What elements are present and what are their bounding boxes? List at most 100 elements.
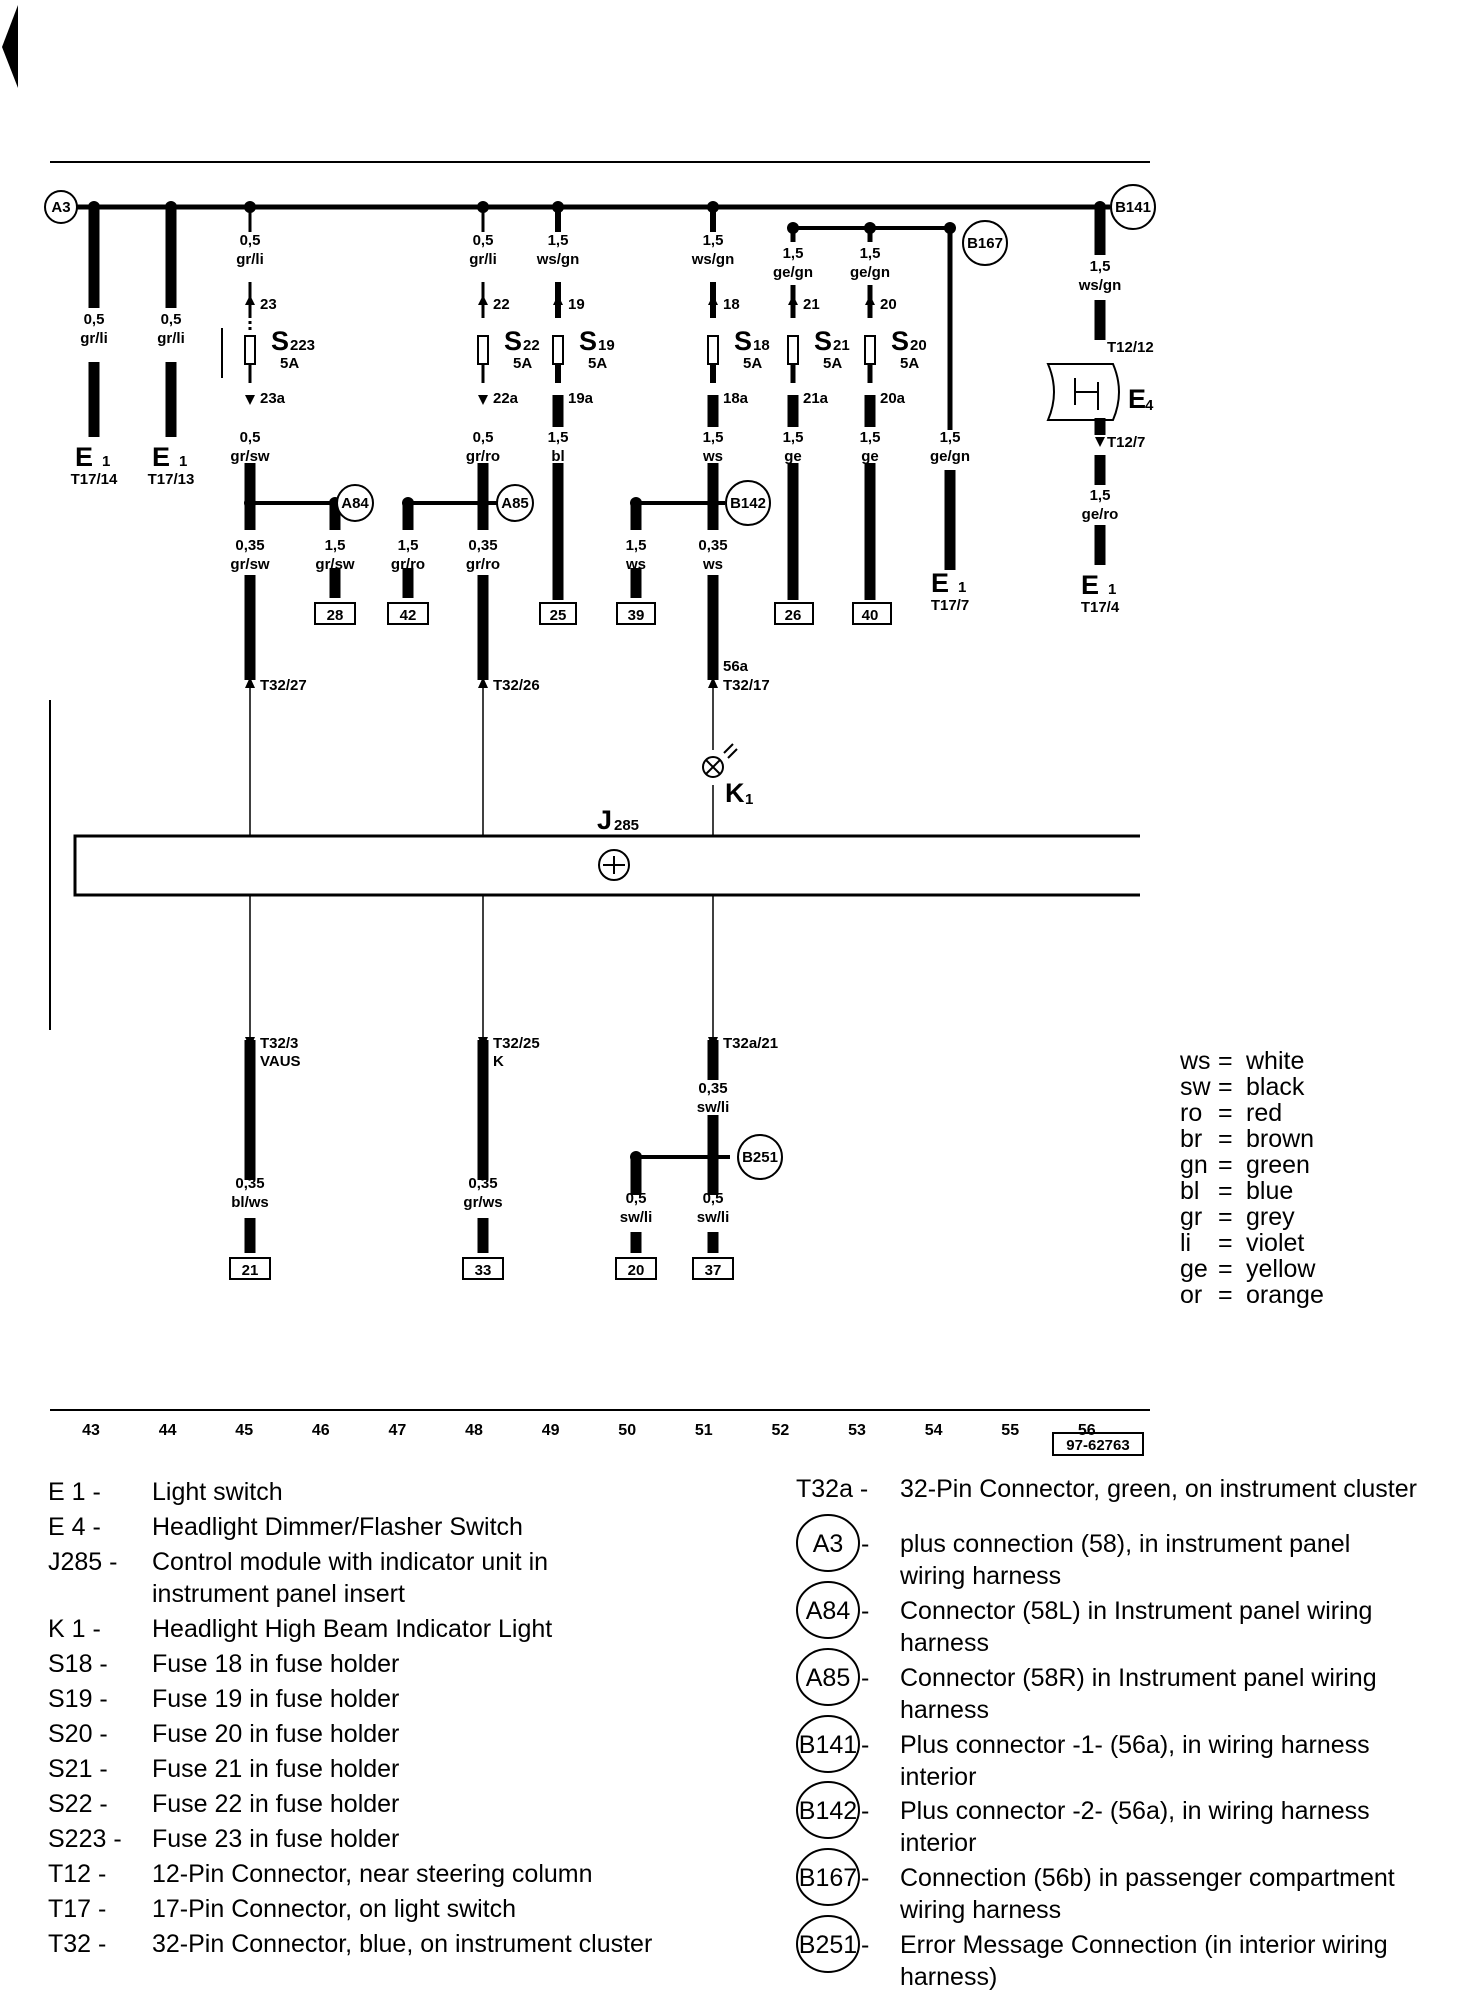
legend-description: Plus connector -2- (56a), in wiring harn… <box>900 1797 1370 1825</box>
terminal-box-number: 21 <box>242 1262 259 1279</box>
wire-size-label: 0,5 <box>473 429 494 446</box>
wire-size-label: 0,35 <box>698 537 727 554</box>
legend-description: 32-Pin Connector, blue, on instrument cl… <box>152 1930 652 1958</box>
wire-size-label: 1,5 <box>548 429 569 446</box>
fuse-subscript: 18 <box>753 337 770 354</box>
color-code: or <box>1180 1281 1202 1309</box>
wire-size-label: 0,5 <box>473 232 494 249</box>
fuse-name: S <box>271 326 289 356</box>
legend-description: harness <box>900 1696 989 1724</box>
component-subscript: 1 <box>179 453 187 470</box>
legend-description: 32-Pin Connector, green, on instrument c… <box>900 1475 1417 1503</box>
dimmer-switch-terminal-top: T12/12 <box>1107 339 1154 356</box>
color-code: ge <box>1180 1255 1208 1283</box>
legend-dash: - <box>861 1530 869 1558</box>
component-subscript: 1 <box>102 453 110 470</box>
legend-connector-circle <box>796 1915 860 1973</box>
legend-dash: - <box>861 1864 869 1892</box>
component-label: E <box>152 442 170 472</box>
wire-size-label: 0,5 <box>84 311 105 328</box>
wire-color-label: gr/sw <box>315 556 355 573</box>
wire-size-label: 1,5 <box>1090 258 1111 275</box>
fuse-pin-in: 19 <box>568 296 585 313</box>
module-terminal-label: K <box>493 1053 504 1070</box>
legend-code: S20 - <box>48 1720 108 1748</box>
legend-description: Headlight High Beam Indicator Light <box>152 1615 552 1643</box>
fuse-rating: 5A <box>280 355 299 372</box>
wire-size-label: 1,5 <box>626 537 647 554</box>
module-terminal-label: T32a/21 <box>723 1035 778 1052</box>
legend-description: Fuse 23 in fuse holder <box>152 1825 399 1853</box>
color-code-name: white <box>1245 1047 1304 1075</box>
legend-description: wiring harness <box>899 1562 1061 1590</box>
terminal-box-number: 33 <box>475 1262 492 1279</box>
wire-color-label: gr/li <box>469 251 497 268</box>
grid-number: 49 <box>542 1422 560 1439</box>
grid-number: 53 <box>848 1422 866 1439</box>
color-code-eq: = <box>1218 1255 1233 1283</box>
grid-number: 45 <box>235 1422 253 1439</box>
fuse-subscript: 21 <box>833 337 850 354</box>
terminal-label: T17/7 <box>931 597 969 614</box>
grid-number: 46 <box>312 1422 330 1439</box>
wire-color-label: sw/li <box>697 1099 730 1116</box>
legend-dash: - <box>861 1664 869 1692</box>
component-subscript: 1 <box>1108 581 1116 598</box>
module-terminal-label: T32/3 <box>260 1035 298 1052</box>
color-code: bl <box>1180 1177 1199 1205</box>
legend-description: instrument panel insert <box>152 1580 405 1608</box>
terminal-box-number: 26 <box>785 607 802 624</box>
terminal-label: T17/4 <box>1081 599 1120 616</box>
module-symbol <box>598 849 630 881</box>
wire-color-label: ws/gn <box>536 251 580 268</box>
color-code: ws <box>1179 1047 1211 1075</box>
legend-description: wiring harness <box>899 1896 1061 1924</box>
wire-size-label: 0,5 <box>240 232 261 249</box>
legend-connector-circle <box>796 1581 860 1639</box>
legend-description: interior <box>900 1763 976 1791</box>
module-label: J <box>597 805 612 835</box>
color-code-name: grey <box>1246 1203 1295 1231</box>
fuse-pin-in: 21 <box>803 296 820 313</box>
wire-size-label: 1,5 <box>325 537 346 554</box>
legend-description: Headlight Dimmer/Flasher Switch <box>152 1513 523 1541</box>
fuse-name: S <box>579 326 597 356</box>
legend-description: Fuse 22 in fuse holder <box>152 1790 399 1818</box>
module-terminal-label: VAUS <box>260 1053 301 1070</box>
wire-color-label: ws <box>702 448 723 465</box>
wire-size-label: 0,5 <box>626 1190 647 1207</box>
legend-description: Connector (58R) in Instrument panel wiri… <box>900 1664 1377 1692</box>
terminal-box-number: 25 <box>550 607 567 624</box>
module-terminal-label: T32/17 <box>723 677 770 694</box>
page-back-arrow[interactable] <box>2 5 18 88</box>
wire-size-label: 1,5 <box>783 429 804 446</box>
legend-code: B167 <box>799 1864 857 1892</box>
legend-description: interior <box>900 1829 976 1857</box>
legend-code: E 1 - <box>48 1478 101 1506</box>
wire-color-label: bl <box>551 448 564 465</box>
wire-size-label: 1,5 <box>1090 487 1111 504</box>
color-code-name: brown <box>1246 1125 1314 1153</box>
wire-color-label: sw/li <box>620 1209 653 1226</box>
legend-code: S22 - <box>48 1790 108 1818</box>
legend-code: B251 <box>799 1931 857 1959</box>
fuse-pin-out: 23a <box>260 390 286 407</box>
wire-color-label: ge/gn <box>773 264 813 281</box>
color-code-eq: = <box>1218 1281 1233 1309</box>
wire-size-label: 1,5 <box>940 429 961 446</box>
legend-connector-circle <box>796 1648 860 1706</box>
legend-connector-circle <box>796 1715 860 1773</box>
wire-color-label: gr/ro <box>466 556 500 573</box>
legend-code: T32 - <box>48 1930 106 1958</box>
wire-color-label: gr/ro <box>391 556 425 573</box>
dimmer-switch-subscript: 4 <box>1145 397 1154 414</box>
wire-size-label: 1,5 <box>860 245 881 262</box>
legend-code: S223 - <box>48 1825 122 1853</box>
legend-code: T12 - <box>48 1860 106 1888</box>
legend-dash: - <box>861 1731 869 1759</box>
grid-number: 55 <box>1001 1422 1019 1439</box>
fuse-name: S <box>814 326 832 356</box>
wire-color-label: gr/sw <box>230 556 270 573</box>
fuse-pin-in: 22 <box>493 296 510 313</box>
wire-color-label: sw/li <box>697 1209 730 1226</box>
